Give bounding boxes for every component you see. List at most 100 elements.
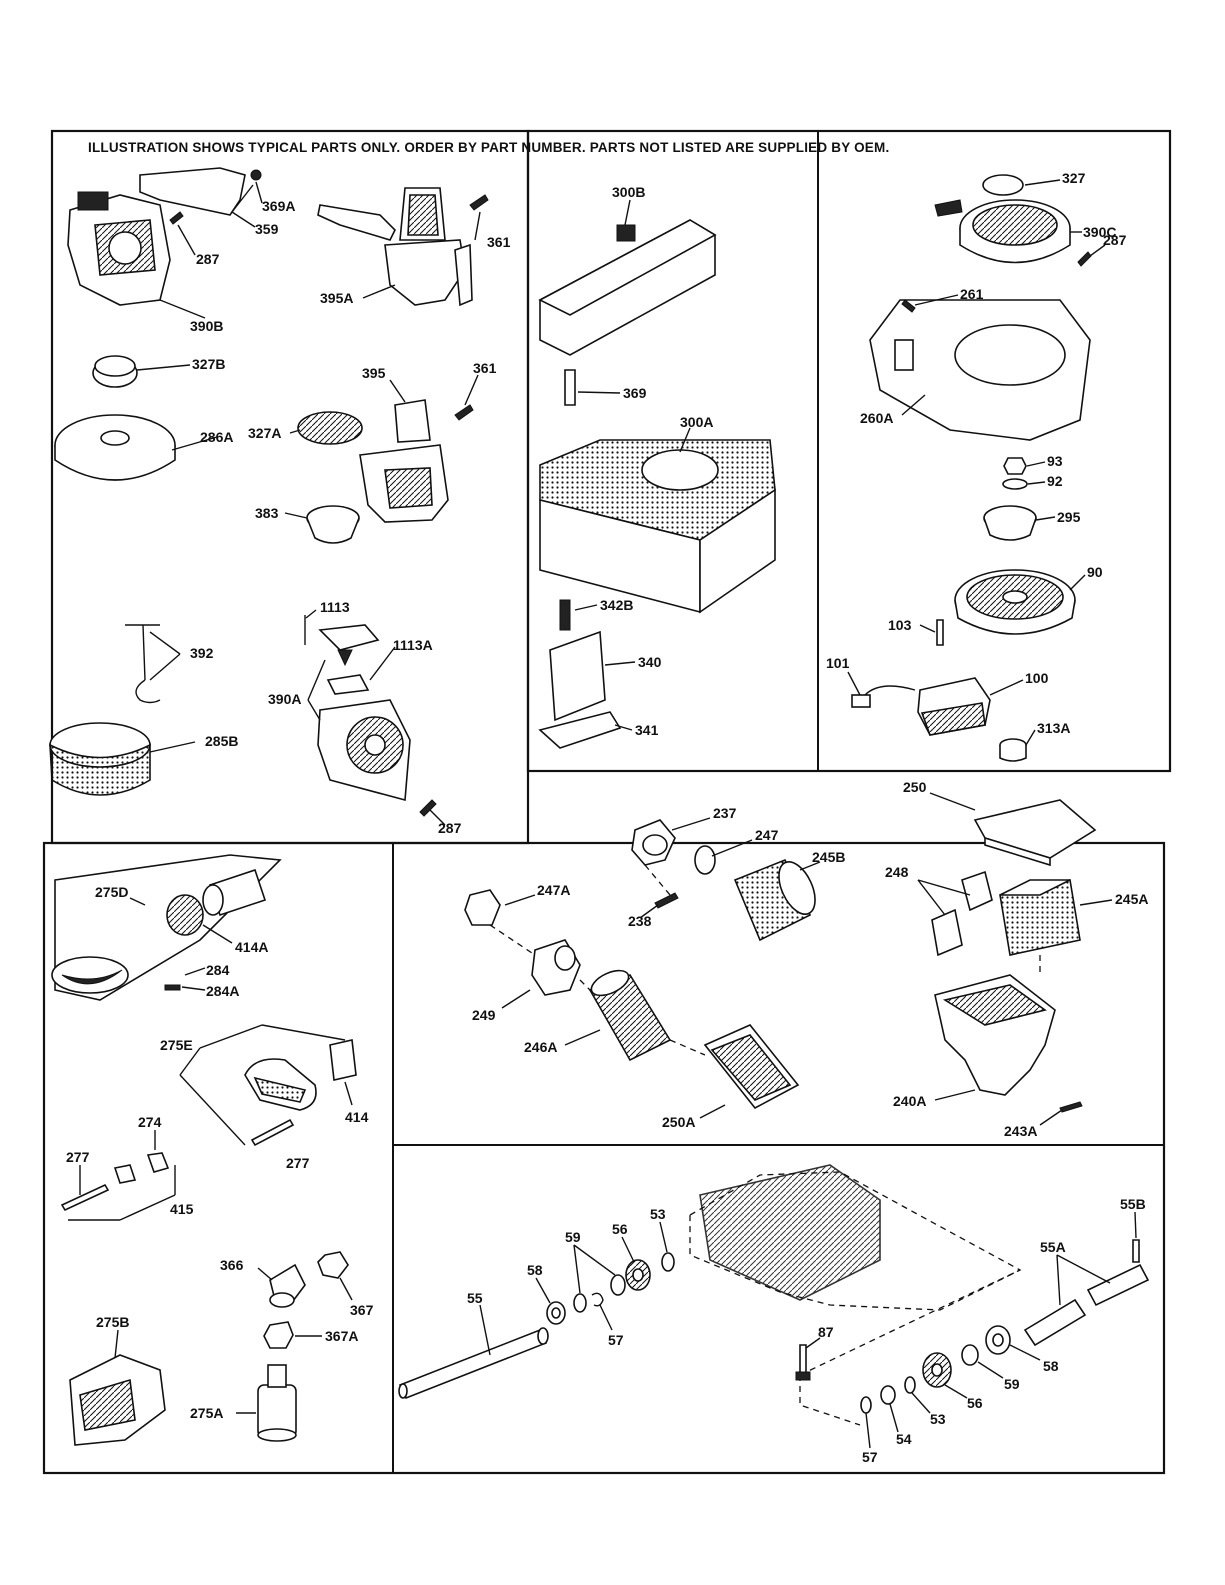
screw-238-illustration (654, 892, 679, 909)
base-240A-illustration (934, 974, 1056, 1096)
label-54: 54 (896, 1431, 912, 1447)
panel-camshaft: 55 58 59 57 56 53 87 55A 55B 58 59 56 53… (398, 1164, 1150, 1465)
label-395: 395 (362, 365, 386, 381)
label-327A: 327A (248, 425, 281, 441)
plate-286A-illustration (54, 414, 176, 481)
header-notice: ILLUSTRATION SHOWS TYPICAL PARTS ONLY. O… (88, 140, 889, 155)
cup-295-illustration (983, 505, 1037, 541)
label-275E: 275E (160, 1037, 193, 1053)
diaphragm-327A-illustration (297, 411, 363, 445)
panel-frames (42, 129, 1172, 1475)
label-369: 369 (623, 385, 647, 401)
camshaft-55-illustration (398, 1327, 549, 1400)
nut-367-illustration (317, 1251, 349, 1279)
crankcase-dashed-outline (689, 1164, 1022, 1426)
carburetor-395A-illustration (317, 187, 473, 307)
label-100: 100 (1025, 670, 1049, 686)
label-287-blower: 287 (1103, 232, 1127, 248)
element-245A-illustration (999, 879, 1081, 956)
link-392-illustration (125, 624, 161, 704)
label-87: 87 (818, 1324, 834, 1340)
label-245A: 245A (1115, 891, 1148, 907)
bracket-340-illustration (549, 630, 606, 722)
label-250A: 250A (662, 1114, 695, 1130)
label-414A: 414A (235, 939, 268, 955)
filter-250A-illustration (703, 1024, 800, 1110)
label-247: 247 (755, 827, 779, 843)
label-361-mid: 361 (473, 360, 497, 376)
label-57-left: 57 (608, 1332, 624, 1348)
screw-287-upper-illustration (169, 211, 184, 225)
label-275A: 275A (190, 1405, 223, 1421)
plate-341-illustration (538, 711, 622, 749)
bolt-277-left-illustration (60, 1183, 110, 1212)
panel-blower: 327 390C 287 261 260A 93 92 295 90 103 1… (826, 170, 1127, 762)
label-277-right: 277 (286, 1155, 310, 1171)
label-287-upper: 287 (196, 251, 220, 267)
label-275D: 275D (95, 884, 128, 900)
label-313A: 313A (1037, 720, 1070, 736)
label-92: 92 (1047, 473, 1063, 489)
label-101: 101 (826, 655, 850, 671)
label-284: 284 (206, 962, 230, 978)
label-103: 103 (888, 617, 912, 633)
label-245B: 245B (812, 849, 845, 865)
leader-lines-fuel (574, 199, 691, 731)
governor-1113A-illustration (318, 624, 380, 695)
screw-103-illustration (936, 619, 944, 646)
insert-327-illustration (982, 174, 1024, 196)
label-261: 261 (960, 286, 984, 302)
gear-56-right-illustration (922, 1352, 952, 1388)
label-327: 327 (1062, 170, 1086, 186)
nut-274-illustration (146, 1152, 170, 1173)
label-359: 359 (255, 221, 279, 237)
adapter-249-illustration (531, 939, 581, 996)
bolt-277-right-illustration (250, 1118, 295, 1147)
label-246A: 246A (524, 1039, 557, 1055)
label-249: 249 (472, 1007, 496, 1023)
panel-lower-frame (42, 841, 1166, 1475)
deflector-414A-illustration (166, 868, 267, 936)
muffler-275E-illustration (244, 1039, 357, 1111)
ring-53-left-illustration (661, 1252, 675, 1272)
label-260A: 260A (860, 410, 893, 426)
screw-243A-illustration (1059, 1101, 1083, 1113)
pin-55B-illustration (1132, 1239, 1140, 1263)
label-415: 415 (170, 1201, 194, 1217)
label-1113: 1113 (320, 599, 350, 615)
blower-housing-260A-illustration (869, 299, 1091, 441)
label-55: 55 (467, 1290, 483, 1306)
screw-361-mid-illustration (454, 404, 474, 421)
screw-342B-illustration (559, 599, 571, 631)
label-342B: 342B (600, 597, 633, 613)
leader-lines-air-cleaner (489, 792, 1113, 1126)
screw-87-illustration (799, 1344, 807, 1376)
label-59-right: 59 (1004, 1376, 1020, 1392)
ring-53-right-illustration (904, 1376, 916, 1394)
label-237: 237 (713, 805, 737, 821)
label-285B: 285B (205, 733, 238, 749)
nut-93-illustration (1003, 457, 1027, 475)
screw-369-illustration (564, 369, 576, 406)
label-93: 93 (1047, 453, 1063, 469)
label-341: 341 (635, 722, 659, 738)
label-300A: 300A (680, 414, 713, 430)
screw-287-blower-illustration (1077, 251, 1092, 267)
ring-57-right-illustration (860, 1396, 872, 1414)
panel-fuel-tank: 300B 369 300A 342B 340 341 (538, 184, 776, 749)
label-57-right: 57 (862, 1449, 878, 1465)
washer-59-left-b-illustration (610, 1274, 626, 1296)
carburetor-395-illustration (359, 399, 449, 523)
label-90: 90 (1087, 564, 1103, 580)
label-287-lower: 287 (438, 820, 462, 836)
label-243A: 243A (1004, 1123, 1037, 1139)
shaft-55A-illustration (1023, 1263, 1150, 1347)
label-55A: 55A (1040, 1239, 1066, 1255)
tank-cover-300B-illustration (538, 219, 717, 356)
washer-92-illustration (1002, 478, 1028, 490)
leader-lines-controls (136, 181, 481, 826)
label-366: 366 (220, 1257, 244, 1273)
label-56-left: 56 (612, 1221, 628, 1237)
label-390C: 390C (1083, 224, 1116, 240)
